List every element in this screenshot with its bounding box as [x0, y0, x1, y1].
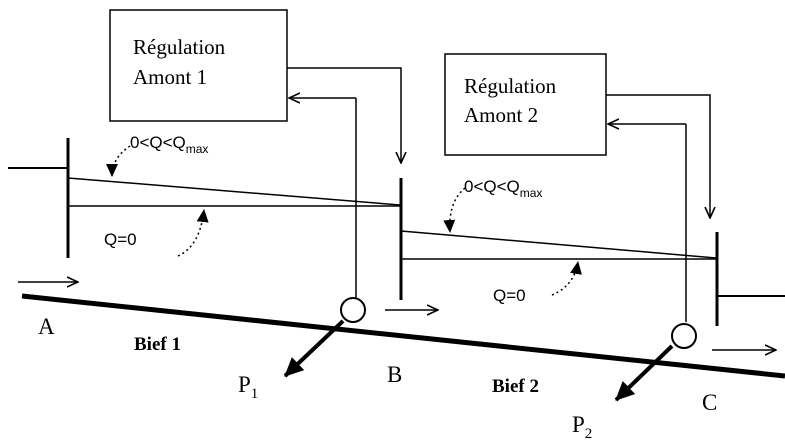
- canal-bed-line: [21, 293, 785, 379]
- regulator-1-line2: Amont 1: [133, 65, 207, 89]
- annotation-pointer-flow-2: [443, 187, 466, 233]
- regulator-1-line1: Régulation: [133, 35, 226, 59]
- regulator-box-2: [444, 53, 607, 156]
- pump-1-withdrawal-arrow: [283, 319, 345, 378]
- pump-1-circle: [340, 297, 366, 323]
- point-label-b: B: [387, 362, 402, 387]
- annotation-pointer-zero-1: [177, 209, 209, 257]
- annotation-pointer-flow-1: [106, 145, 131, 177]
- reach-label-bief2: Bief 2: [492, 376, 539, 397]
- zero-flow-label-reach1: Q=0: [104, 230, 137, 249]
- flow-label-reach2: 0<Q<Qmax: [464, 177, 542, 200]
- flow-label-reach1: 0<Q<Qmax: [130, 133, 208, 156]
- command-arrow-1: [287, 67, 401, 163]
- reach-label-bief1: Bief 1: [134, 334, 181, 355]
- annotation-pointer-zero-2: [551, 261, 582, 296]
- command-arrow-2: [606, 94, 710, 218]
- regulator-2-line2: Amont 2: [464, 103, 538, 127]
- regulator-box-1: [109, 9, 288, 122]
- zero-flow-label-reach2: Q=0: [493, 286, 526, 305]
- point-label-c: C: [702, 390, 717, 415]
- reach2-water-line-flow: [400, 230, 717, 259]
- regulator-2-line1: Régulation: [464, 74, 557, 98]
- point-label-a: A: [38, 314, 55, 339]
- pump-2-withdrawal-arrow: [614, 344, 674, 402]
- pump-2-circle: [671, 323, 697, 349]
- pump-label-2: P2: [572, 412, 592, 442]
- reach1-water-line-flow: [67, 177, 401, 206]
- pump-label-1: P1: [238, 372, 258, 402]
